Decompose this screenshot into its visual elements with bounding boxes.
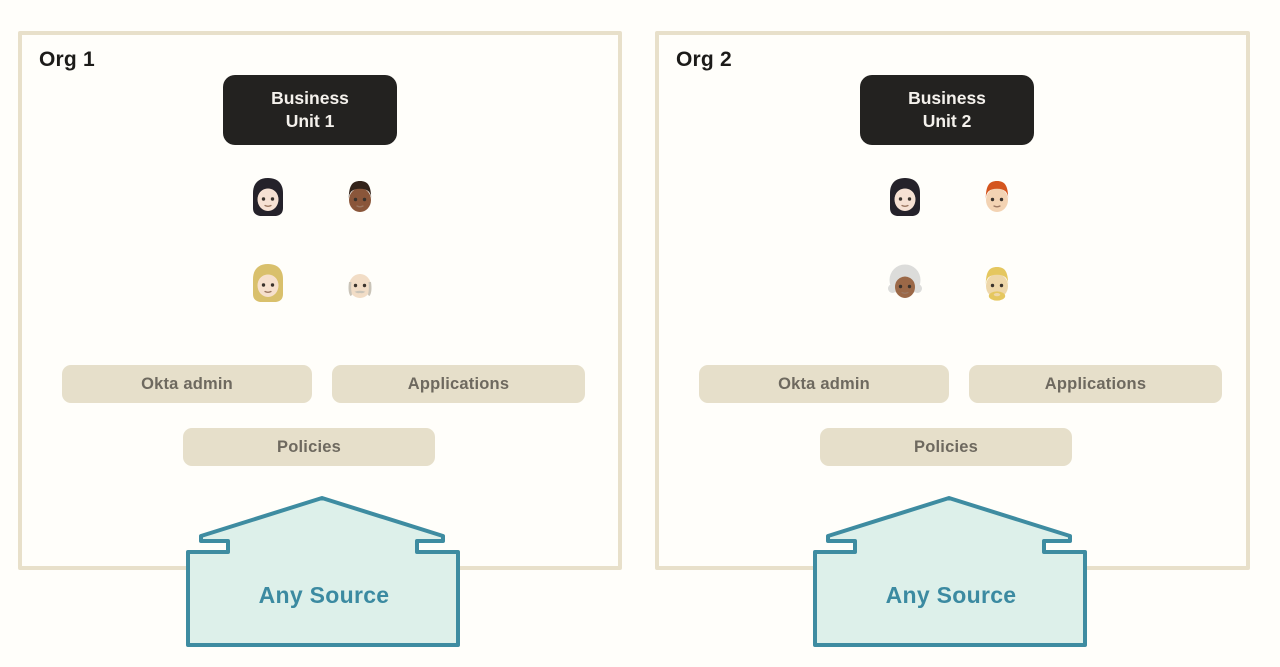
- user-avatar: [975, 261, 1019, 305]
- arrow-up-icon: [186, 496, 460, 647]
- org1-panel: Org 1 Business Unit 1: [18, 31, 622, 647]
- pill-okta-admin: Okta admin: [699, 365, 949, 403]
- business-unit-line2: Unit 1: [285, 111, 335, 131]
- user-avatar: [883, 261, 927, 305]
- arrow-up-icon: [813, 496, 1087, 647]
- user-avatar: [246, 175, 290, 219]
- user-avatar: [883, 175, 927, 219]
- pill-okta-admin: Okta admin: [62, 365, 312, 403]
- user-avatar: [246, 261, 290, 305]
- org-label: Org 1: [39, 48, 95, 71]
- any-source-arrow: Any Source: [186, 496, 462, 648]
- pill-policies: Policies: [820, 428, 1072, 466]
- user-avatars-grid: [883, 175, 1019, 305]
- business-unit-box: Business Unit 1: [223, 75, 397, 145]
- pill-applications: Applications: [332, 365, 585, 403]
- pill-policies: Policies: [183, 428, 435, 466]
- any-source-label: Any Source: [885, 582, 1017, 608]
- user-avatar: [338, 261, 382, 305]
- business-unit-line1: Business: [908, 87, 986, 108]
- user-avatar: [338, 175, 382, 219]
- pill-applications: Applications: [969, 365, 1222, 403]
- org2-panel: Org 2 Business Unit 2: [655, 31, 1250, 647]
- business-unit-box: Business Unit 2: [860, 75, 1034, 145]
- any-source-label: Any Source: [258, 582, 390, 608]
- user-avatar: [975, 175, 1019, 219]
- org-label: Org 2: [676, 48, 732, 71]
- business-unit-line2: Unit 2: [922, 111, 972, 131]
- any-source-arrow: Any Source: [813, 496, 1089, 648]
- user-avatars-grid: [246, 175, 382, 305]
- business-unit-line1: Business: [271, 87, 349, 108]
